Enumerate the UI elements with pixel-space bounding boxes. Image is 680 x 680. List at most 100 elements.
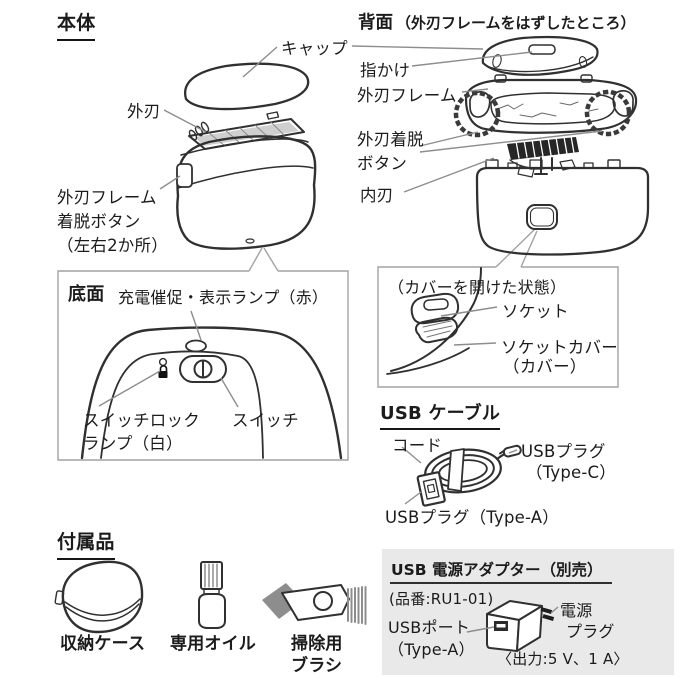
power-plug-label-line2: プラグ — [566, 622, 615, 641]
back-view-figure — [453, 35, 650, 256]
accessories-heading: 付属品 — [57, 529, 115, 560]
cap-drawing — [183, 62, 310, 111]
body-back-drawing — [475, 157, 650, 256]
cord-label: コード — [392, 436, 443, 455]
back-view-heading: 背面 — [358, 13, 393, 33]
lock-icon — [158, 365, 168, 378]
inner-blade-drawing — [507, 135, 579, 178]
plug-c-line — [508, 449, 518, 454]
cord-line — [401, 446, 422, 464]
switch-lock-lamp-drawing — [158, 357, 168, 367]
socket-cover-label-line2: （カバー） — [503, 357, 587, 376]
socket-view-note: （カバーを開けた状態） — [388, 278, 567, 297]
body-corner-line — [386, 347, 470, 375]
bottom-mark — [245, 238, 255, 244]
power-plug-label-line1: 電源 — [560, 601, 593, 620]
storage-case-drawing — [54, 560, 144, 634]
usb-port-label-line2: （Type-A） — [388, 640, 475, 659]
frame-button-label-line2: 着脱ボタン — [57, 212, 141, 231]
power-icon — [193, 359, 213, 379]
socket-cover-line — [453, 342, 497, 346]
adapter-title: USB 電源アダプター（別売） — [391, 561, 603, 579]
usb-port-label-line1: USBポート — [388, 618, 471, 637]
main-unit-heading: 本体 — [57, 10, 96, 41]
type-a-plug-drawing — [416, 471, 446, 507]
usb-cable-heading: USB ケーブル — [380, 401, 501, 431]
brush-label-line2: ブラシ — [291, 656, 343, 676]
plug-a-line — [404, 491, 422, 505]
usb-port-line — [466, 626, 495, 633]
outer-outline — [80, 326, 343, 460]
switch-drawing — [179, 355, 227, 383]
bottom-view-box — [57, 270, 349, 461]
socket-slot-drawing — [423, 298, 449, 311]
switch-label: スイッチ — [232, 411, 299, 430]
charge-lamp-drawing — [185, 339, 207, 353]
body-drawing — [176, 135, 317, 250]
callout-boxes — [57, 228, 619, 461]
switch-lock-label-line1: スイッチロック — [83, 411, 200, 430]
plug-c-label-line2: （Type-C） — [526, 463, 616, 482]
side-release-button-drawing — [176, 163, 193, 188]
outer-blade-label: 外刃 — [127, 102, 161, 121]
finger-rest-line — [411, 51, 533, 67]
charge-lamp-label: 充電催促・表示ランプ（赤） — [118, 288, 329, 307]
switch-lock-line — [98, 370, 161, 407]
bottom-view-pointer — [248, 247, 279, 272]
adapter-output-label: 〈出力:5 V、1 A〉 — [497, 650, 629, 668]
outer-blade-line — [163, 109, 207, 133]
usb-cable-figure — [416, 444, 522, 507]
highlight-dotted-circles — [453, 89, 632, 138]
inner-blade-label: 内刃 — [360, 186, 394, 205]
plug-a-label: USBプラグ（Type-A） — [385, 508, 559, 527]
oil-bottle-drawing — [198, 561, 226, 629]
finger-rest-recess — [528, 44, 556, 55]
back-view-note: （外刃フレームをはずしたところ） — [396, 14, 636, 32]
socket-cover-open-drawing — [414, 316, 459, 344]
outer-blade-frame-drawing — [464, 74, 638, 134]
socket-label: ソケット — [502, 302, 569, 321]
socket-view-box — [377, 266, 619, 388]
frame-line — [461, 88, 489, 93]
socket-cover-closed — [526, 204, 558, 230]
back-view-heading-row: 背面 （外刃フレームをはずしたところ） — [358, 9, 636, 34]
brush-label-line1: 掃除用 — [291, 634, 343, 654]
socket-line — [440, 306, 498, 317]
finger-rest-label: 指かけ — [360, 61, 411, 80]
frame-button-label-line3: （左右2か所） — [57, 236, 168, 255]
outer-blade-frame-label: 外刃フレーム — [357, 86, 457, 105]
switch-lock-label-line2: ランプ（白） — [83, 434, 183, 453]
socket-view-figure — [386, 267, 482, 375]
release-button-label-line2: ボタン — [357, 154, 408, 173]
oil-label: 専用オイル — [170, 634, 256, 654]
socket-cover-label-line1: ソケットカバー — [501, 338, 618, 357]
cleaning-brush-drawing — [262, 583, 367, 625]
bottom-view-heading: 底面 — [68, 284, 105, 305]
switch-line — [220, 377, 239, 408]
socket-view-pointer — [495, 228, 538, 268]
adapter-figure — [486, 600, 555, 652]
cap-back-drawing — [481, 35, 599, 76]
charge-lamp-line — [190, 310, 202, 341]
power-plug-prongs — [540, 607, 555, 621]
release-button-lines — [419, 130, 603, 153]
body-seam — [177, 165, 314, 189]
cap-line-left — [242, 46, 278, 78]
storage-case-label: 収納ケース — [60, 634, 146, 654]
front-view-figure — [176, 62, 317, 250]
adapter-part-number: (品番:RU1-01) — [389, 590, 494, 608]
release-button-label-line1: 外刃着脱 — [357, 130, 424, 149]
power-plug-line — [550, 606, 559, 614]
inner-blade-line — [403, 157, 495, 193]
accessories-figure — [54, 560, 367, 634]
frame-button-label-line1: 外刃フレーム — [57, 188, 157, 207]
bottom-view-figure — [80, 326, 343, 460]
callout-lines — [98, 45, 603, 633]
plug-c-label-line1: USBプラグ — [521, 442, 606, 461]
body-edge-line — [390, 267, 482, 372]
cap-line-right — [351, 45, 484, 50]
frame-button-line — [159, 175, 181, 190]
cable-strap — [447, 448, 465, 492]
